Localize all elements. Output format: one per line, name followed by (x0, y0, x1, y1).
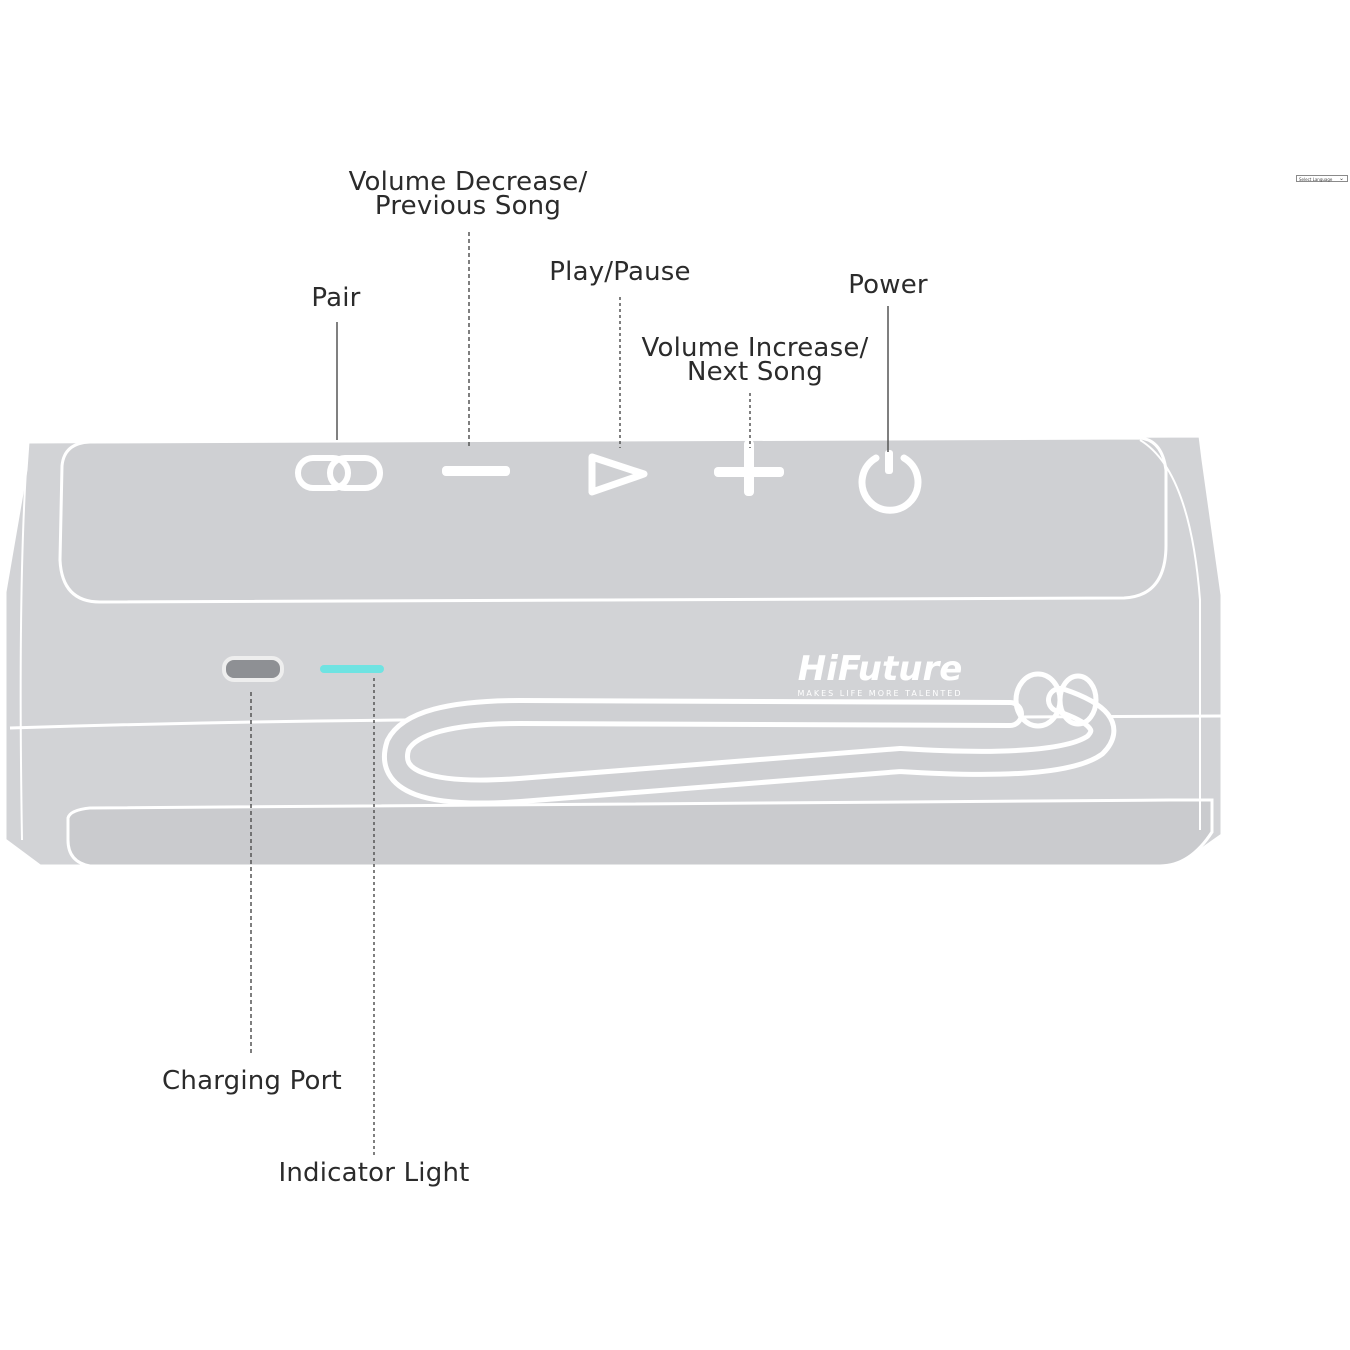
charging-port-icon (222, 656, 284, 682)
power-icon[interactable] (858, 450, 922, 514)
minus-icon[interactable] (442, 466, 510, 476)
link-icon[interactable] (295, 455, 383, 491)
label-volume-decrease: Volume Decrease/ Previous Song (348, 167, 588, 221)
indicator-light (320, 665, 384, 673)
play-icon[interactable] (588, 453, 648, 496)
label-power: Power (848, 270, 928, 300)
label-pair: Pair (311, 283, 361, 313)
leader-lines (250, 232, 889, 1155)
speaker-body (3, 434, 1224, 868)
language-select-value: Select Language (1299, 177, 1333, 182)
chevron-down-icon: ⌄ (1338, 175, 1344, 182)
plus-icon[interactable] (714, 440, 784, 496)
bottom-panel (66, 798, 1214, 868)
label-volume-increase: Volume Increase/ Next Song (641, 333, 869, 387)
top-panel (58, 436, 1168, 604)
label-indicator-light: Indicator Light (278, 1158, 470, 1188)
label-charging-port: Charging Port (162, 1066, 342, 1096)
brand-logo: HiFuture (798, 649, 963, 689)
strap (382, 671, 1117, 806)
brand-tagline: MAKES LIFE MORE TALENTED (797, 689, 962, 698)
language-select[interactable]: Select Language ⌄ (1296, 175, 1348, 182)
label-play-pause: Play/Pause (549, 257, 691, 287)
